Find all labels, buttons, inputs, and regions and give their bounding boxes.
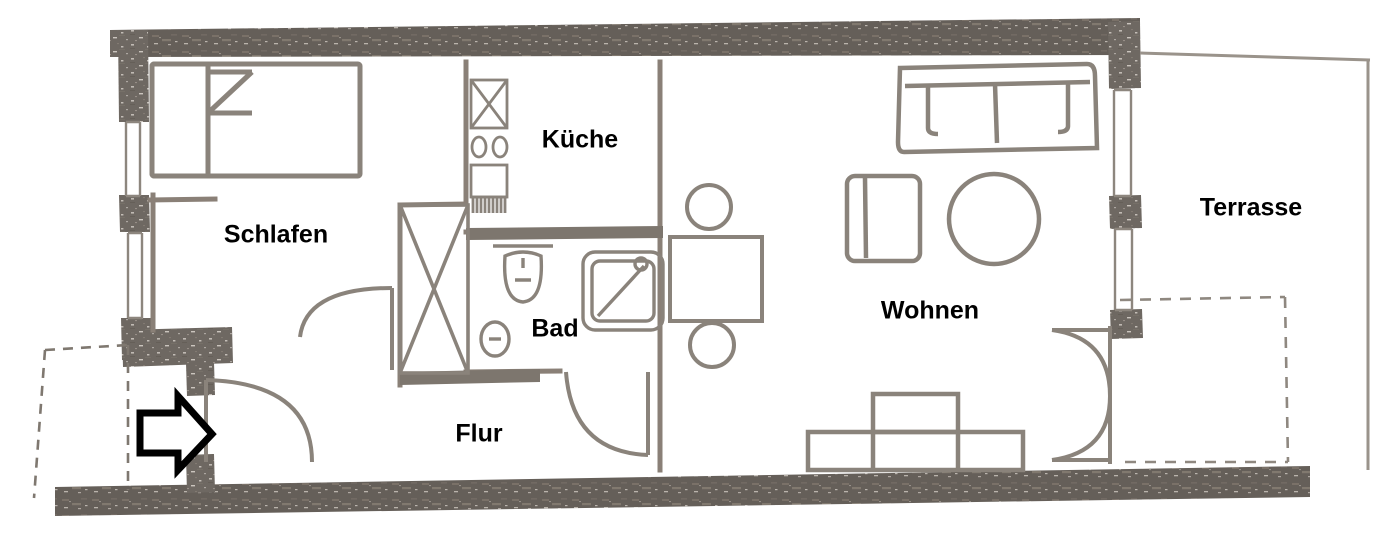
window-left-lower	[126, 233, 144, 318]
cabinet-icon	[469, 163, 509, 199]
shower-drain-line-icon	[596, 264, 646, 318]
shower-head-icon	[633, 256, 649, 272]
round-table-icon	[946, 171, 1042, 267]
window-right-lower	[1113, 229, 1134, 310]
dining-furniture	[668, 183, 764, 369]
window-right-lower-frame	[1115, 227, 1132, 312]
sofa-seat-divider-icon	[992, 83, 1000, 144]
room-label-wohnen: Wohnen	[881, 297, 979, 325]
window-left-lower-frame	[128, 231, 142, 320]
terrace-dashed-inner-top	[1119, 295, 1286, 302]
sofa-arm-left-icon	[925, 86, 939, 137]
terrace-door-upper-arc	[1051, 328, 1112, 397]
armchair-icon	[844, 173, 923, 264]
chair-icon-lower	[688, 321, 736, 369]
wall-right-pier-lower	[1110, 309, 1143, 339]
left-dashed-top	[44, 343, 129, 352]
bed-pillow-icon	[206, 70, 254, 116]
chair-icon	[685, 183, 733, 231]
room-label-bad: Bad	[531, 315, 578, 343]
terrace-wall-top	[1139, 51, 1371, 62]
room-label-flur: Flur	[455, 420, 502, 448]
toilet-seat-detail-icon	[515, 258, 531, 282]
wall-top-exterior	[110, 18, 1140, 57]
cabinet-hatch-icon	[471, 198, 507, 213]
terrace-outline	[1139, 51, 1371, 470]
sideboard-icon	[870, 391, 961, 435]
dining-table-icon	[668, 235, 764, 323]
sofa-back-line-icon	[904, 79, 1091, 89]
wall-left-pier-middle	[119, 195, 150, 232]
wall-right-segment-top	[1108, 21, 1141, 89]
washbasin-icon	[479, 320, 511, 358]
wall-left-entry-block	[122, 327, 233, 367]
interior-partitions-thick	[400, 226, 663, 385]
wohnen-furniture	[805, 61, 1100, 473]
entrance-direction-arrow	[136, 386, 217, 479]
toilet-icon	[502, 250, 544, 304]
wardrobe-cross-icon	[398, 204, 470, 374]
partition-schlafen-top	[147, 196, 218, 203]
wall-right-pier-middle	[1109, 195, 1142, 229]
sideboard-divider-icon	[870, 432, 961, 470]
kueche-furniture	[469, 78, 509, 213]
wall-bottom-exterior	[55, 466, 1310, 516]
schlafen-furniture	[149, 61, 363, 179]
wall-left-segment-top	[118, 30, 149, 122]
room-label-schlafen: Schlafen	[224, 221, 328, 249]
window-right-upper-frame	[1114, 88, 1131, 198]
room-label-terrasse: Terrasse	[1200, 194, 1302, 222]
entrance-door-arc	[205, 378, 314, 463]
wardrobe-icon	[398, 203, 470, 375]
armchair-back-icon	[862, 177, 869, 259]
shower-icon	[581, 250, 665, 332]
terrace-dashed-inner-right	[1283, 296, 1290, 463]
terrace-door-lower-arc	[1051, 395, 1112, 462]
shower-inner-icon	[590, 259, 656, 323]
terrace-dashed-region	[1119, 295, 1290, 464]
bathroom-door-arc	[564, 371, 649, 457]
bed-edge-detail	[205, 69, 252, 113]
window-left-upper	[124, 122, 142, 196]
wardrobe-group	[398, 203, 470, 375]
sink-cross-icon	[469, 79, 509, 129]
wall-entry-lower-jamb	[186, 454, 215, 493]
bad-furniture	[479, 244, 665, 358]
left-dashed-balcony	[32, 343, 130, 499]
bedroom-door-arc	[298, 286, 393, 338]
structural-walls	[55, 18, 1310, 516]
room-label-kueche: Küche	[542, 126, 619, 154]
sideboard-base-icon	[805, 429, 1026, 473]
bed-icon	[149, 61, 363, 179]
sink-icon	[469, 78, 509, 130]
room-labels: Schlafen Küche Bad Wohnen Terrasse Flur	[224, 126, 1302, 448]
left-dashed-left	[32, 349, 47, 499]
sofa-icon	[895, 61, 1100, 155]
sofa-arm-right-icon	[1057, 84, 1071, 135]
window-left-upper-frame	[126, 120, 140, 198]
windows[interactable]	[124, 88, 1134, 320]
partition-kueche-bad-thick	[466, 226, 663, 240]
nightstand-icon	[149, 61, 211, 179]
stove-burner-right-icon	[491, 135, 509, 159]
stove-icon	[470, 135, 488, 159]
doors[interactable]	[204, 286, 1112, 464]
window-right-upper	[1112, 90, 1133, 196]
